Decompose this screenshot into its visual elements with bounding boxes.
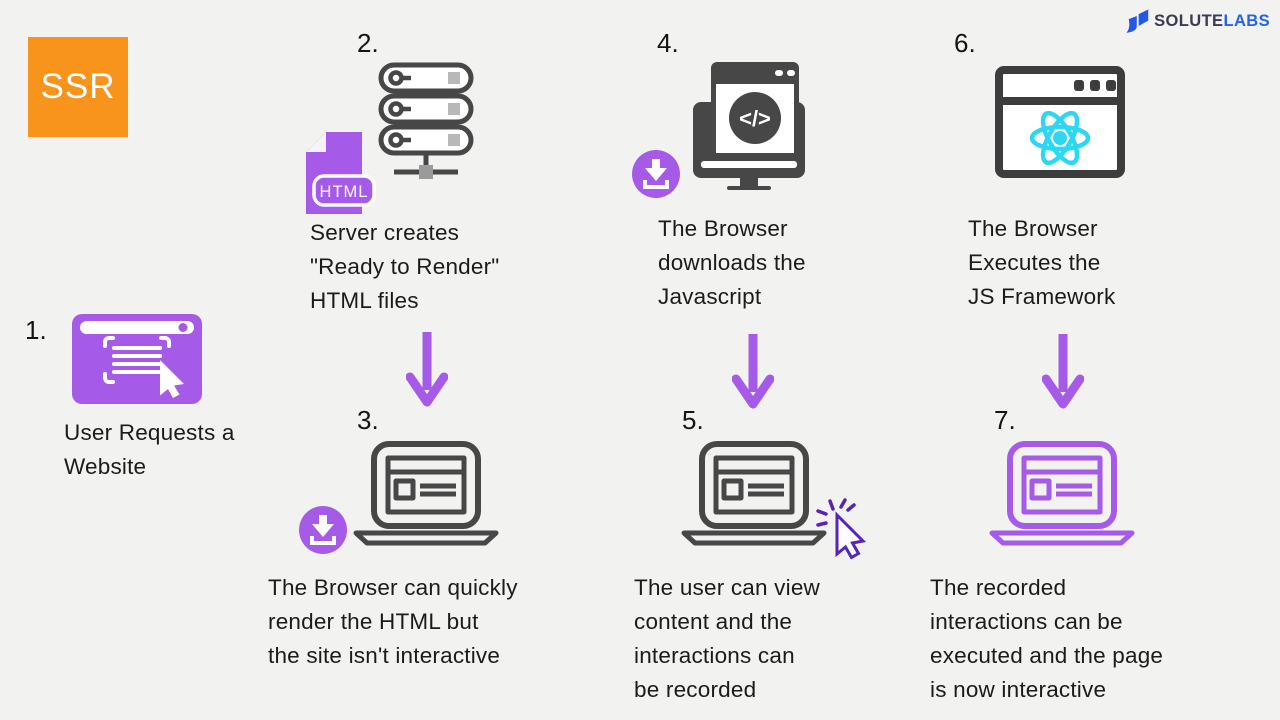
caption-line: downloads the xyxy=(658,250,806,275)
step-2-number: 2. xyxy=(357,28,379,58)
step-1-caption: User Requests a Website xyxy=(64,416,304,484)
caption-line: The Browser xyxy=(658,216,788,241)
download-badge-icon xyxy=(632,150,680,198)
caption-line: interactions can xyxy=(634,643,795,668)
caption-line: The recorded xyxy=(930,575,1067,600)
caption-line: "Ready to Render" xyxy=(310,254,500,279)
ssr-badge: SSR xyxy=(28,37,128,137)
caption-line: User Requests a xyxy=(64,420,235,445)
caption-line: the site isn't interactive xyxy=(268,643,501,668)
laptop-download-icon xyxy=(352,441,500,547)
solutelabs-logo: SOLUTELABS xyxy=(1123,8,1270,34)
caption-line: render the HTML but xyxy=(268,609,479,634)
step-5-number: 5. xyxy=(682,405,704,435)
caption-line: executed and the page xyxy=(930,643,1164,668)
caption-line: The user can view xyxy=(634,575,820,600)
click-cursor-icon xyxy=(815,498,873,560)
arrow-down-icon xyxy=(1042,332,1084,410)
server-icon xyxy=(378,62,474,188)
caption-line: Server creates xyxy=(310,220,460,245)
caption-line: JS Framework xyxy=(968,284,1116,309)
step-6-number: 6. xyxy=(954,28,976,58)
step-7-number: 7. xyxy=(994,405,1016,435)
laptop-interactive-icon xyxy=(988,441,1136,547)
step-4-caption: The Browser downloads the Javascript xyxy=(658,212,888,314)
step-4-number: 4. xyxy=(657,28,679,58)
step-6-caption: The Browser Executes the JS Framework xyxy=(968,212,1198,314)
caption-line: be recorded xyxy=(634,677,757,702)
react-logo-icon xyxy=(1029,110,1091,166)
ssr-label: SSR xyxy=(40,67,116,106)
browser-code-icon: </> xyxy=(687,60,811,190)
step-1-number: 1. xyxy=(25,315,47,345)
browser-request-icon xyxy=(72,314,202,406)
step-3-number: 3. xyxy=(357,405,379,435)
step-2-caption: Server creates "Ready to Render" HTML fi… xyxy=(310,216,580,318)
caption-line: Executes the xyxy=(968,250,1101,275)
browser-react-icon xyxy=(995,66,1125,178)
download-badge-icon xyxy=(299,506,347,554)
caption-line: interactions can be xyxy=(930,609,1123,634)
logo-text-labs: LABS xyxy=(1223,11,1270,30)
code-glyph: </> xyxy=(739,106,771,131)
arrow-down-icon xyxy=(406,330,448,408)
caption-line: HTML files xyxy=(310,288,419,313)
caption-line: is now interactive xyxy=(930,677,1107,702)
step-3-caption: The Browser can quickly render the HTML … xyxy=(268,571,598,673)
caption-line: Javascript xyxy=(658,284,762,309)
html-badge-label: HTML xyxy=(320,183,369,201)
caption-line: Website xyxy=(64,454,147,479)
step-5-caption: The user can view content and the intera… xyxy=(634,571,884,707)
html-file-icon: HTML xyxy=(302,131,376,215)
laptop-view-icon xyxy=(680,441,828,547)
caption-line: The Browser can quickly xyxy=(268,575,518,600)
caption-line: The Browser xyxy=(968,216,1098,241)
logo-text-solute: SOLUTE xyxy=(1154,11,1224,30)
step-7-caption: The recorded interactions can be execute… xyxy=(930,571,1275,707)
solutelabs-logo-icon xyxy=(1123,8,1149,34)
arrow-down-icon xyxy=(732,332,774,410)
caption-line: content and the xyxy=(634,609,793,634)
